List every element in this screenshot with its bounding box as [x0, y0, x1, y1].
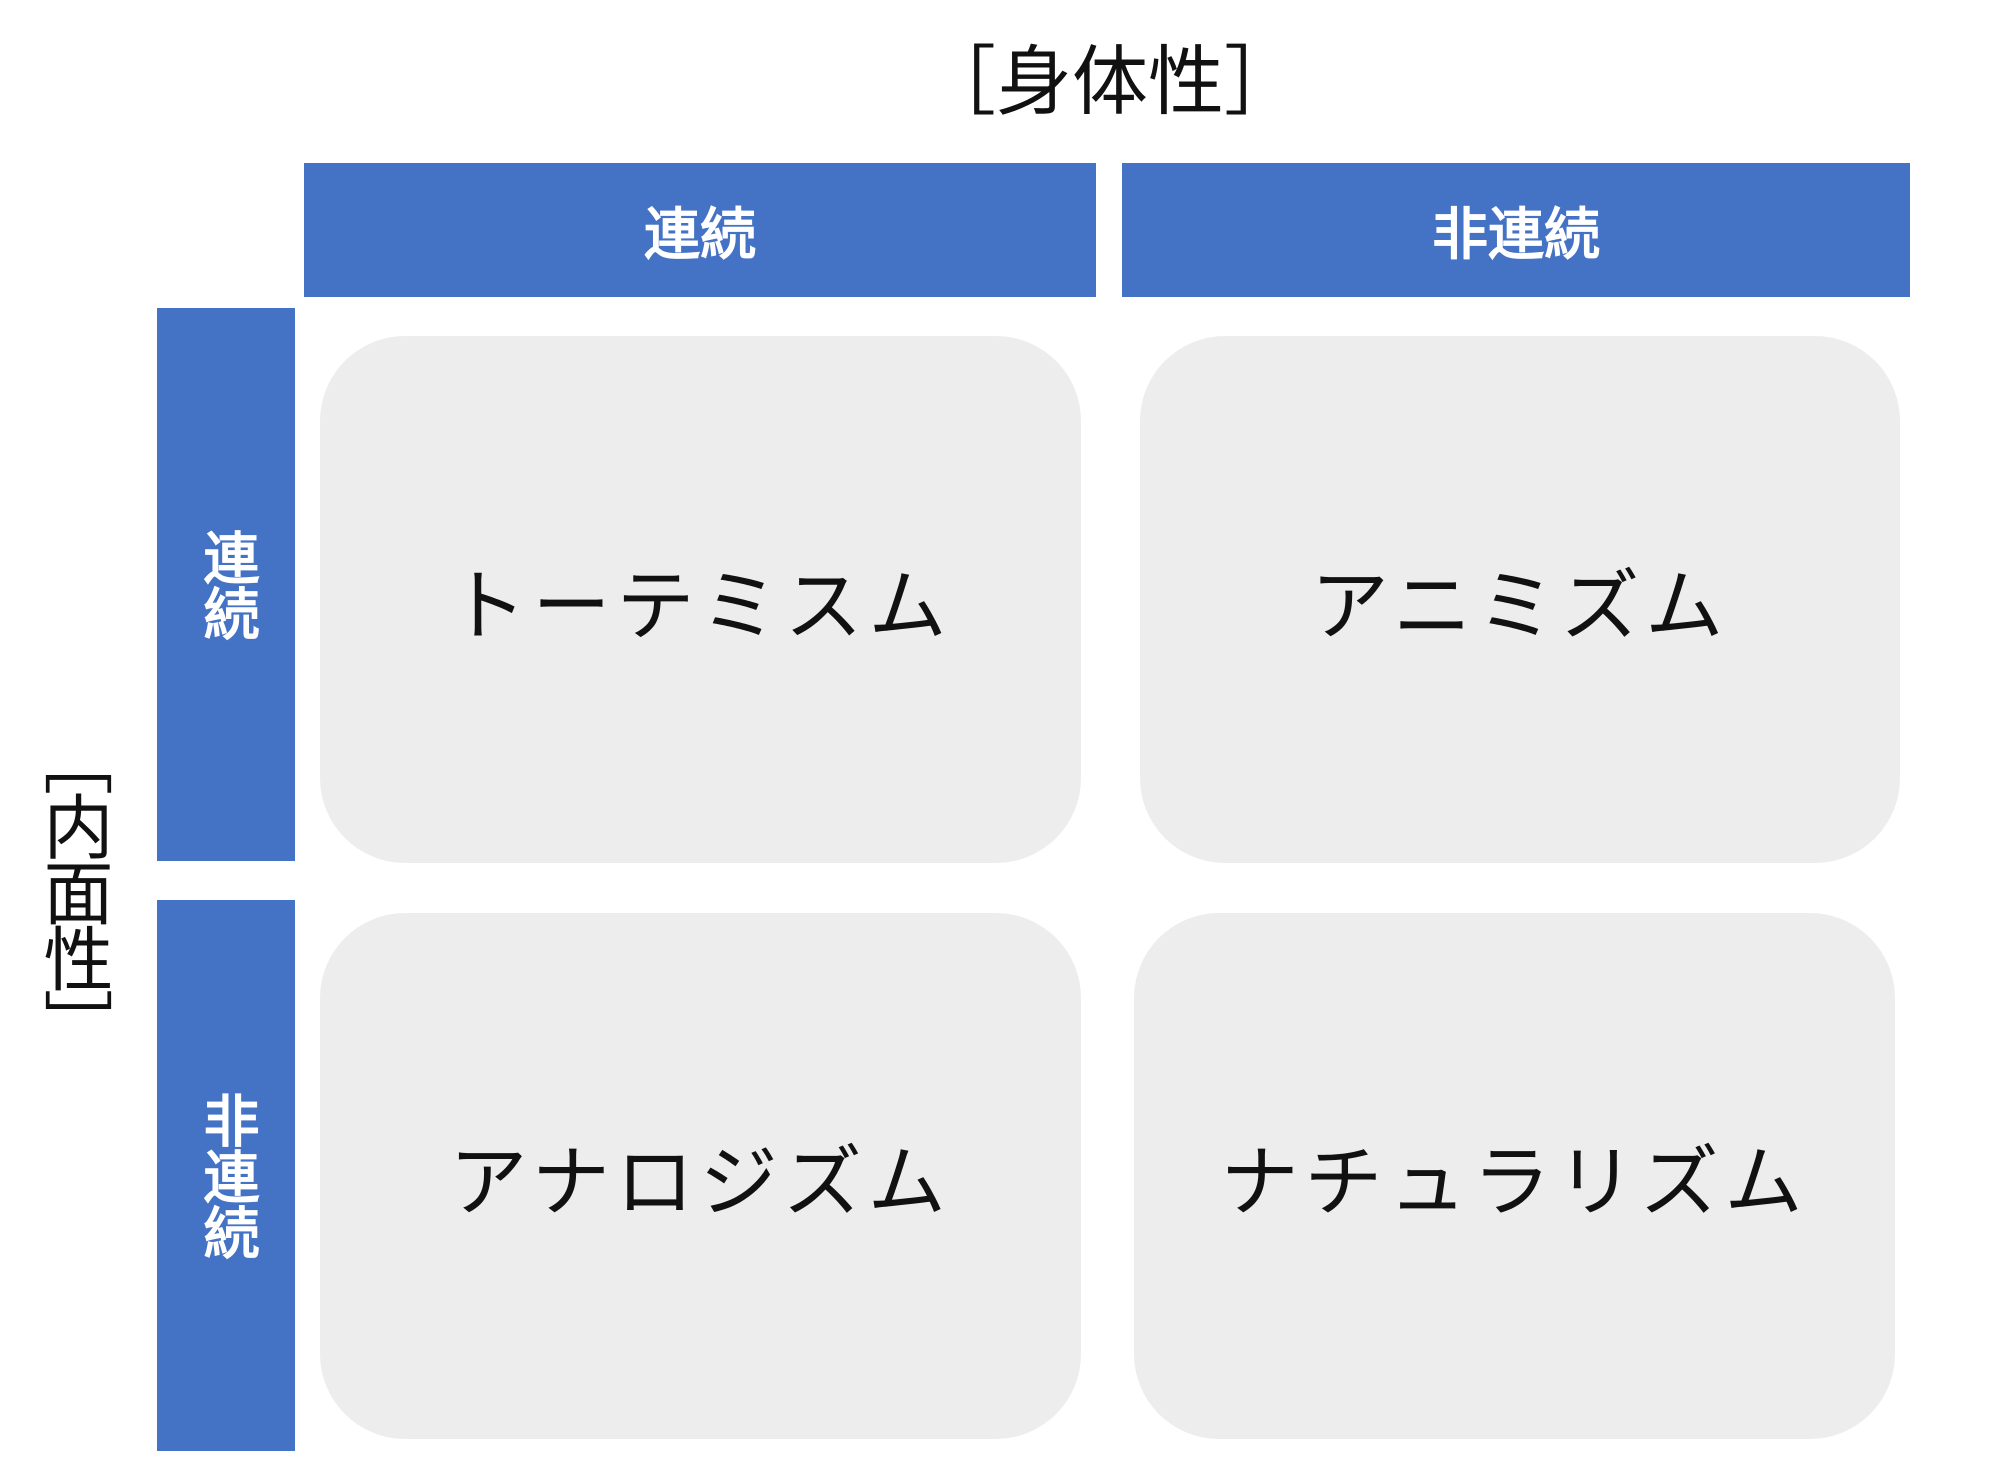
row-header-discontinuous: 非連続	[157, 900, 295, 1451]
row-header-label: 連続	[194, 528, 259, 641]
horizontal-axis-label: ［身体性］	[920, 37, 1300, 126]
cell-animism: アニミズム	[1140, 336, 1900, 863]
column-header-discontinuous: 非連続	[1122, 163, 1910, 297]
row-header-continuous: 連続	[157, 308, 295, 861]
cell-naturalism: ナチュラリズム	[1134, 913, 1895, 1439]
cell-totemism: トーテミスム	[320, 336, 1081, 863]
vertical-axis-label: ［内面性］	[32, 725, 114, 1055]
cell-analogism: アナロジズム	[320, 913, 1081, 1439]
column-header-continuous: 連続	[304, 163, 1096, 297]
row-header-label: 非連続	[194, 1091, 259, 1260]
